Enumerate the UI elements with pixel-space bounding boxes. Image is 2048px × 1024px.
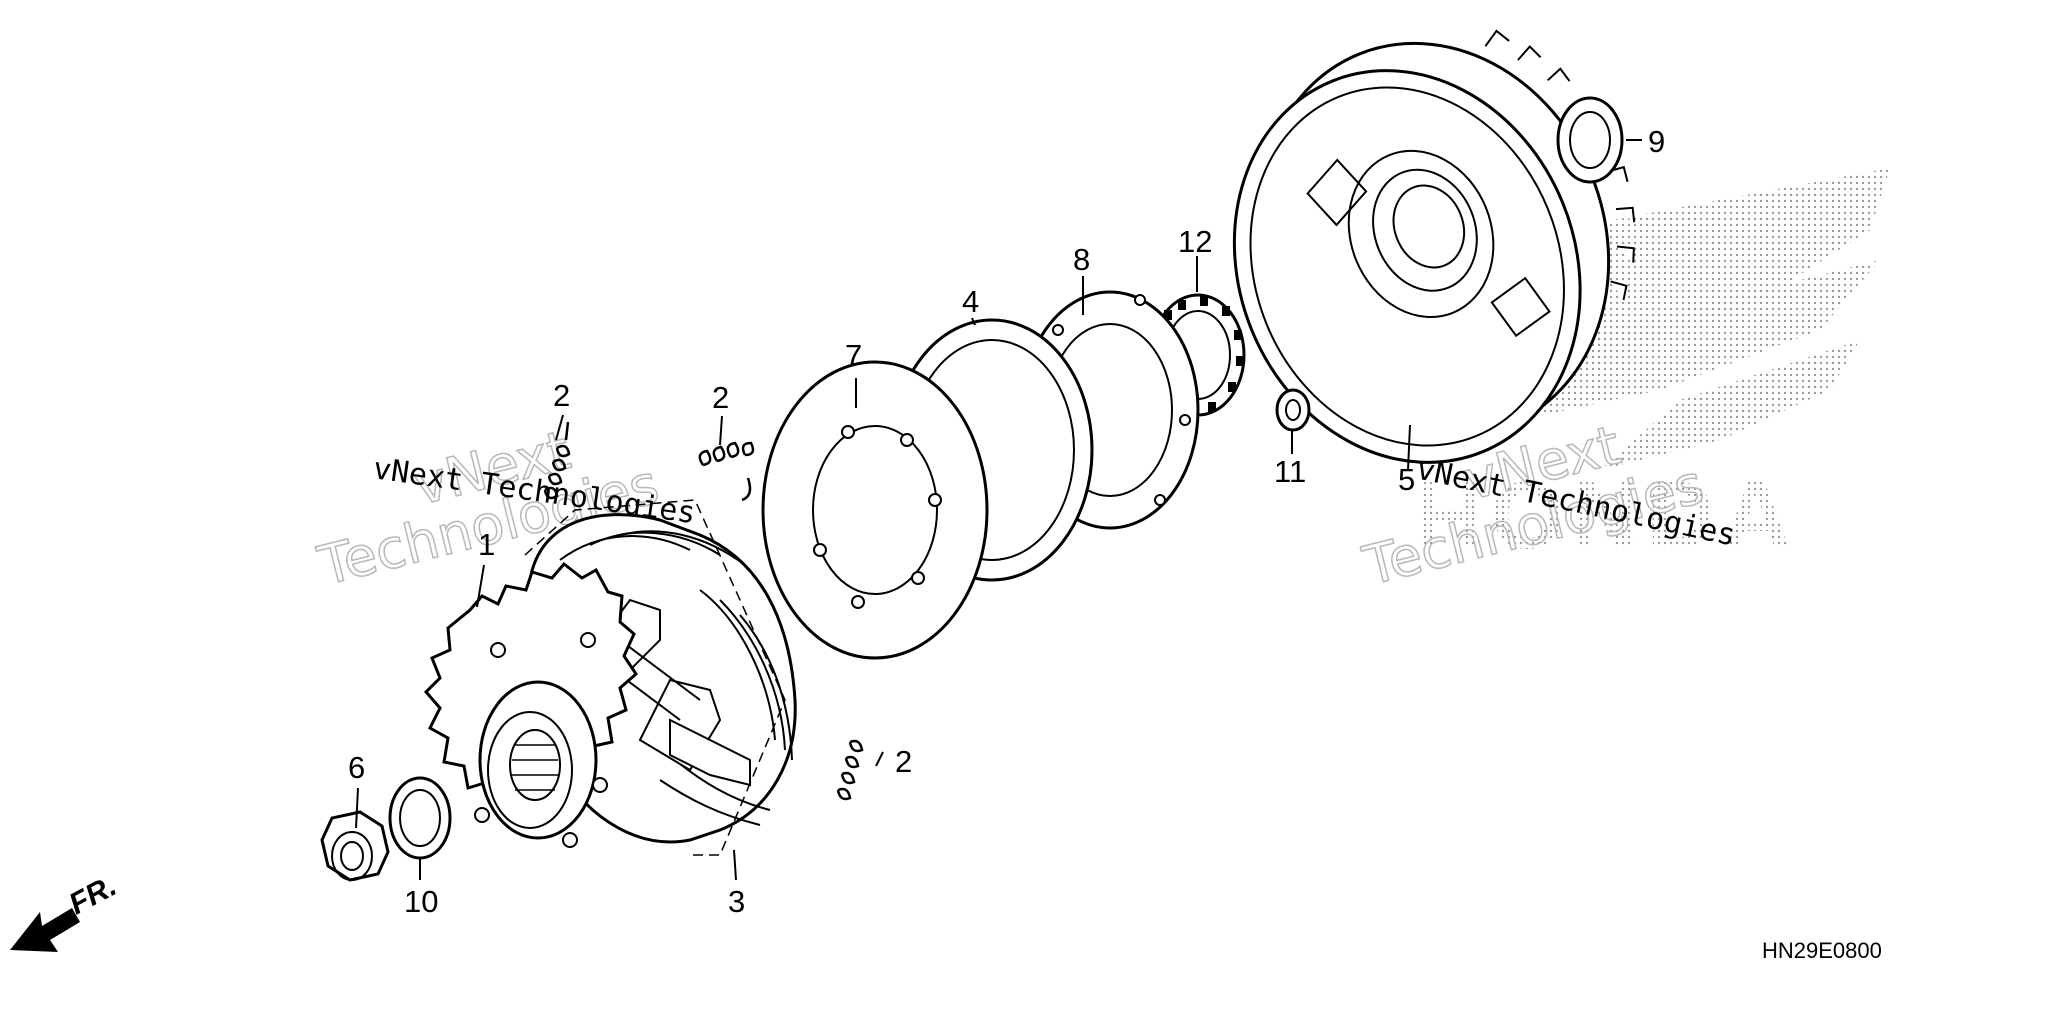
- part-9-thrust-washer: [1556, 96, 1624, 184]
- callout-3: 3: [728, 884, 745, 919]
- callout-2-spring-c: 2: [895, 744, 912, 779]
- callout-2-spring-b: 2: [712, 380, 729, 415]
- part-10-washer: [388, 776, 452, 860]
- part-2-spring-b: [698, 441, 755, 502]
- diagram-code: HN29E0800: [1762, 938, 1882, 963]
- part-6-lock-nut: [320, 810, 390, 882]
- part-1-clutch-drive-plate: [423, 561, 638, 848]
- honda-logo-text: HONDA: [1415, 462, 1797, 569]
- callout-2-spring-a: 2: [553, 378, 570, 413]
- callout-12: 12: [1178, 224, 1212, 259]
- callout-8: 8: [1073, 242, 1090, 277]
- front-arrow-icon: [10, 908, 80, 952]
- part-callouts: 1 2 2 2 3 4 5 6 7 8 9 10 11 12: [348, 124, 1665, 919]
- part-2-spring-c: [836, 739, 864, 801]
- callout-1: 1: [478, 527, 495, 562]
- leader-lines: [355, 139, 1642, 881]
- part-2-spring-a: [543, 421, 571, 500]
- part-7-clutch-plate: [761, 360, 989, 660]
- callout-9: 9: [1648, 124, 1665, 159]
- callout-6: 6: [348, 750, 365, 785]
- part-5-clutch-outer-housing: [1232, 29, 1636, 464]
- callout-4: 4: [962, 284, 979, 319]
- callout-10: 10: [404, 884, 438, 919]
- callout-7: 7: [845, 338, 862, 373]
- callout-5: 5: [1398, 462, 1415, 497]
- callout-11: 11: [1274, 454, 1306, 489]
- front-direction-indicator: FR.: [10, 869, 122, 952]
- part-11-ring: [1275, 388, 1311, 432]
